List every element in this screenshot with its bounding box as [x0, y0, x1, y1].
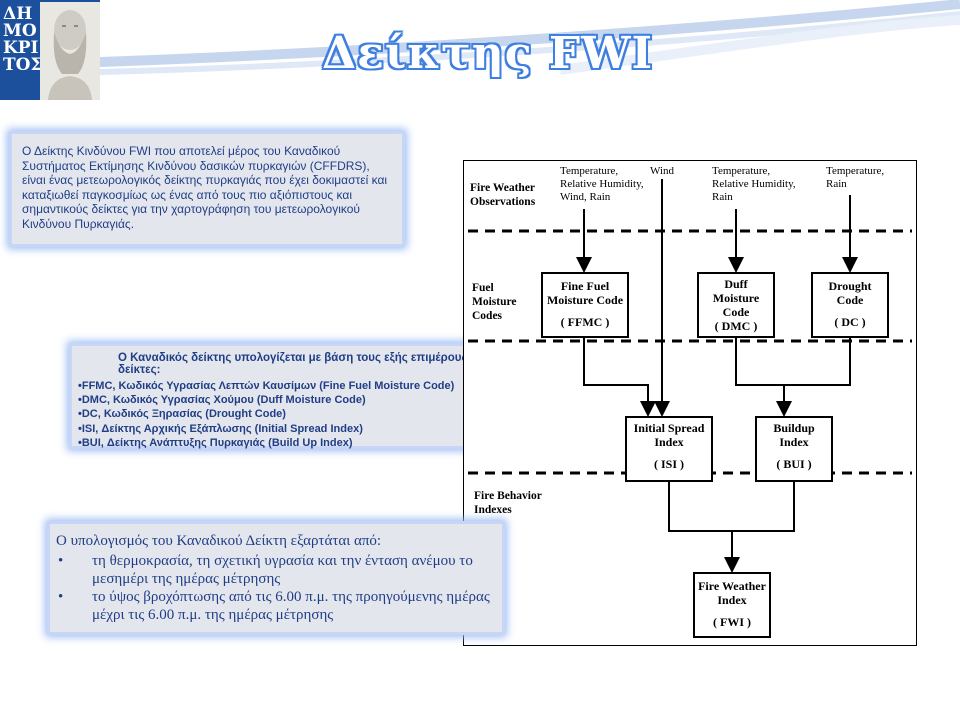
dc-abbr: ( DC )	[834, 315, 866, 329]
diagram-lines	[468, 179, 912, 638]
bust-icon	[40, 2, 100, 100]
ffmc-inputs-label: Temperature, Relative Humidity, Wind, Ra…	[560, 165, 644, 203]
bui-abbr: ( BUI )	[776, 457, 812, 471]
fwi-name: Fire Weather Index	[698, 579, 766, 607]
page-title: Δείκτης FWI	[322, 28, 654, 79]
dmc-inputs-label: Temperature, Relative Humidity, Rain	[712, 165, 796, 203]
indexes-label: Fire Behavior Indexes	[474, 490, 542, 516]
fwi-node: Fire Weather Index ( FWI )	[696, 579, 768, 629]
wind-label: Wind	[650, 165, 674, 177]
list-item: •BUI, Δείκτης Ανάπτυξης Πυρκαγιάς (Build…	[78, 436, 353, 449]
logo-text: ΔΗ ΜΟ ΚΡΙ ΤΟΣ	[3, 4, 43, 75]
dmc-abbr: ( DMC )	[714, 319, 758, 333]
list-item: • τη θερμοκρασία, τη σχετική υγρασία και …	[50, 552, 502, 588]
bui-node: Buildup Index ( BUI )	[758, 421, 830, 471]
bullet: •	[58, 553, 64, 569]
intro-box: Ο Δείκτης Κινδύνου FWI που αποτελεί μέρο…	[12, 134, 402, 244]
isi-name: Initial Spread Index	[633, 421, 705, 449]
subindices-list: •FFMC, Κωδικός Υγρασίας Λεπτών Καυσίμων …	[78, 379, 488, 450]
dmc-node: Duff Moisture Code ( DMC )	[700, 277, 772, 333]
observations-label: Fire Weather Observations	[470, 182, 536, 208]
ffmc-node: Fine Fuel Moisture Code ( FFMC )	[544, 279, 626, 329]
dmc-name: Duff Moisture Code	[712, 277, 760, 319]
democritus-logo: ΔΗ ΜΟ ΚΡΙ ΤΟΣ	[0, 0, 100, 100]
ffmc-abbr: ( FFMC )	[560, 315, 610, 329]
subindices-box: Ο Καναδικός δείκτης υπολογίζεται με βάση…	[72, 346, 488, 449]
dependencies-heading: Ο υπολογισμός του Καναδικού Δείκτη εξαρτ…	[56, 533, 382, 549]
dependency-text: το ύψος βροχόπτωσης από τις 6.00 π.μ. τη…	[92, 589, 490, 623]
dependencies-box: Ο υπολογισμός του Καναδικού Δείκτη εξαρτ…	[50, 524, 502, 632]
bui-name: Buildup Index	[773, 421, 815, 449]
isi-node: Initial Spread Index ( ISI )	[628, 421, 710, 471]
dc-inputs-label: Temperature, Rain	[826, 165, 885, 190]
fwi-structure-diagram: Fire Weather Observations Fuel Moisture …	[463, 160, 917, 646]
isi-abbr: ( ISI )	[653, 457, 684, 471]
fwi-abbr: ( FWI )	[713, 615, 751, 629]
list-item: • το ύψος βροχόπτωσης από τις 6.00 π.μ. τ…	[50, 588, 502, 624]
list-item: •ISI, Δείκτης Αρχικής Εξάπλωσης (Initial…	[78, 422, 363, 435]
list-item: •DC, Κωδικός Ξηρασίας (Drought Code)	[78, 408, 286, 421]
dependencies-list: • τη θερμοκρασία, τη σχετική υγρασία και …	[50, 552, 502, 624]
dc-node: Drought Code ( DC )	[814, 279, 886, 329]
dependency-text: τη θερμοκρασία, τη σχετική υγρασία και τ…	[92, 553, 473, 587]
intro-text: Ο Δείκτης Κινδύνου FWI που αποτελεί μέρο…	[22, 144, 388, 231]
subindices-heading: Ο Καναδικός δείκτης υπολογίζεται με βάση…	[118, 352, 468, 376]
ffmc-name: Fine Fuel Moisture Code	[546, 279, 624, 307]
codes-label: Fuel Moisture Codes	[472, 282, 517, 322]
header-swoosh	[99, 0, 960, 75]
list-item: •DMC, Κωδικός Υγρασίας Χούμου (Duff Mois…	[78, 394, 366, 407]
list-item: •FFMC, Κωδικός Υγρασίας Λεπτών Καυσίμων …	[78, 380, 455, 392]
dc-name: Drought Code	[828, 279, 872, 307]
bullet: •	[58, 589, 64, 605]
